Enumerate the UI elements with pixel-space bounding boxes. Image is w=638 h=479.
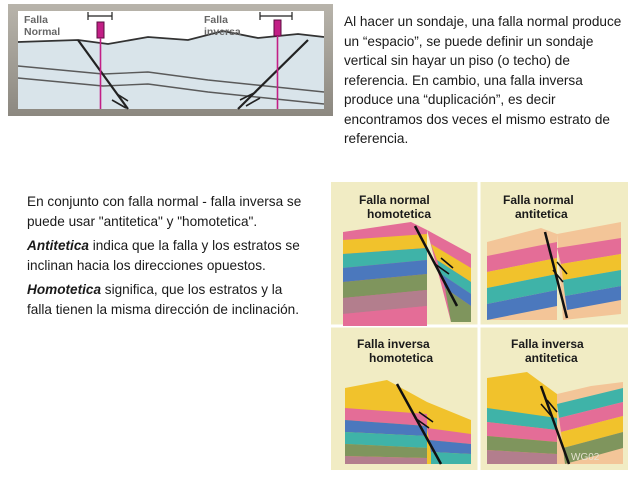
fault-types-figure: Falla normal homotetica Falla normal ant… (331, 182, 628, 470)
definitions-text: En conjunto con falla normal - falla inv… (27, 192, 310, 324)
label-normal-1: Falla (24, 14, 48, 26)
q1-title-2: homotetica (367, 207, 431, 221)
quadrant-normal-antitetica: Falla normal antitetica (487, 193, 621, 320)
drill-rig-icon (273, 19, 282, 37)
q3-title-1: Falla inversa (357, 337, 430, 351)
fault-arrow-icon (434, 257, 454, 275)
explanation-text: Al hacer un sondaje, una falla normal pr… (344, 14, 622, 146)
homotetica-paragraph: Homotetica significa, que los estratos y… (27, 280, 310, 319)
label-inverse-2: inversa (204, 26, 241, 38)
q3-title-2: homotetica (369, 351, 433, 365)
fault-arrow-icon (111, 93, 129, 109)
inverse-fault-line (237, 39, 309, 110)
drill-rig-icon (96, 21, 105, 39)
dimension-icon (87, 12, 113, 20)
intro-paragraph: En conjunto con falla normal - falla inv… (27, 194, 302, 229)
watermark: WG02 (571, 452, 600, 463)
antitetica-paragraph: Antitetica indica que la falla y los est… (27, 236, 310, 275)
q4-title-1: Falla inversa (511, 337, 584, 351)
stratum-line (17, 65, 325, 93)
homotetica-definition: significa, que los estratos y la falla t… (27, 282, 300, 317)
fault-arrow-icon (552, 261, 568, 283)
ground-line (17, 30, 325, 45)
quadrant-inversa-antitetica: Falla inversa antitetica (487, 337, 623, 465)
normal-fault-line (77, 39, 129, 110)
quadrant-normal-homotetica: Falla normal homotetica (343, 193, 471, 326)
q2-title-1: Falla normal (503, 193, 574, 207)
fault-arrow-icon (540, 399, 558, 419)
label-inverse-1: Falla (204, 14, 228, 26)
sondaje-figure: Falla Normal Falla inversa (8, 4, 333, 116)
antitetica-term: Antitetica (27, 238, 89, 253)
q2-title-2: antitetica (515, 207, 568, 221)
antitetica-definition: indica que la falla y los estratos se in… (27, 238, 300, 273)
dimension-icon (259, 12, 293, 20)
fault-arrow-icon (239, 91, 261, 107)
quadrant-inversa-homotetica: Falla inversa homotetica (345, 337, 471, 465)
q1-title-1: Falla normal (359, 193, 430, 207)
label-normal-2: Normal (24, 26, 60, 38)
homotetica-term: Homotetica (27, 282, 102, 297)
q4-title-2: antitetica (525, 351, 578, 365)
subsurface (18, 31, 324, 109)
fault-arrow-icon (414, 411, 434, 429)
